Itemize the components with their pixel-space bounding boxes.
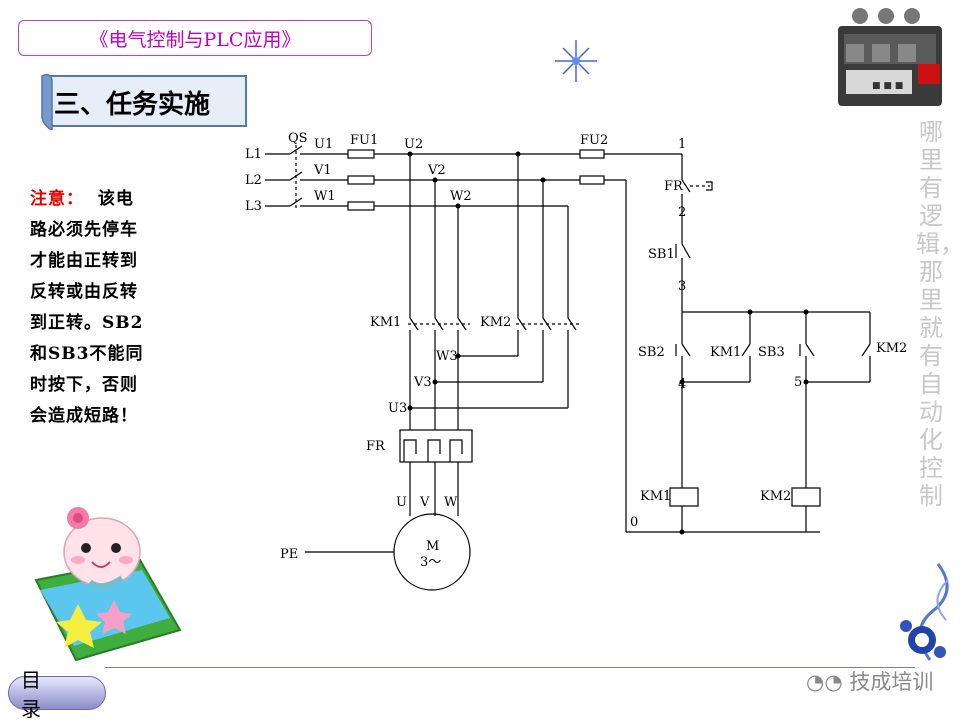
note-line: 该电	[97, 189, 134, 209]
menu-button[interactable]: 目 录	[8, 668, 106, 721]
note-line: 到正转。SB2	[30, 313, 144, 333]
label-U: U	[396, 495, 407, 510]
vertical-slogan: 哪里有逻辑，那里就有自动化控制	[916, 118, 960, 510]
note-line: 时按下，否则	[30, 375, 138, 395]
wechat-icon: ◔◔	[806, 670, 850, 694]
node-3: 3	[678, 279, 686, 294]
label-U1: U1	[314, 137, 333, 152]
node-4: 4	[678, 377, 686, 392]
label-PE: PE	[280, 547, 298, 562]
label-V3: V3	[413, 375, 432, 390]
label-U2: U2	[404, 137, 423, 152]
watermark-text: 技成培训	[849, 670, 934, 694]
label-FU2: FU2	[580, 133, 608, 148]
label-FR: FR	[366, 439, 386, 454]
label-KM1-main: KM1	[370, 315, 401, 330]
note-text: 注意： 该电 路必须先停车 才能由正转到 反转或由反转 到正转。SB2 和SB3…	[30, 184, 180, 432]
label-KM2-main: KM2	[480, 315, 511, 330]
label-FR-contact: FR	[664, 179, 684, 194]
note-line: 才能由正转到	[30, 251, 138, 271]
label-QS: QS	[288, 131, 308, 146]
motor-label: M	[426, 539, 439, 554]
label-SB1: SB1	[648, 247, 675, 262]
label-KM1-coil: KM1	[640, 489, 671, 504]
motor-phase: 3～	[420, 555, 441, 570]
section-title: 三、任务实施	[54, 89, 211, 120]
label-V1: V1	[313, 163, 332, 178]
note-label: 注意：	[30, 189, 84, 209]
node-5: 5	[794, 375, 802, 390]
svg-text:■ ■ ■: ■ ■ ■	[872, 81, 903, 91]
label-SB2: SB2	[638, 345, 665, 360]
footer-divider	[105, 667, 915, 668]
cartoon-book-illustration	[34, 507, 182, 662]
label-L3: L3	[245, 199, 262, 214]
label-L2: L2	[245, 173, 262, 188]
label-SB3: SB3	[758, 345, 785, 360]
label-W3: W3	[436, 349, 458, 364]
label-KM1-hold: KM1	[710, 345, 741, 360]
label-FU1: FU1	[350, 133, 378, 148]
label-KM2-coil: KM2	[760, 489, 791, 504]
sparkle-icon	[555, 40, 597, 82]
watermark: ◔◔ 技成培训	[806, 666, 933, 696]
label-V: V	[419, 495, 430, 510]
corner-ornament	[900, 563, 949, 661]
label-L1: L1	[245, 147, 262, 162]
node-1: 1	[678, 137, 686, 152]
course-title: 《电气控制与PLC应用》	[18, 20, 372, 56]
label-W2: W2	[450, 189, 472, 204]
node-2: 2	[678, 205, 686, 220]
label-KM2-hold: KM2	[876, 341, 907, 356]
label-U3: U3	[388, 401, 407, 416]
thermal-relay-photo: ■ ■ ■	[838, 8, 942, 106]
note-line: 反转或由反转	[30, 282, 138, 302]
label-V2: V2	[427, 163, 446, 178]
node-0: 0	[630, 515, 638, 530]
note-line: 和SB3不能同	[30, 344, 144, 364]
section-banner	[41, 73, 247, 130]
note-line: 会造成短路！	[30, 406, 138, 426]
note-line: 路必须先停车	[30, 220, 138, 240]
label-W1: W1	[314, 189, 336, 204]
label-W: W	[444, 495, 458, 510]
